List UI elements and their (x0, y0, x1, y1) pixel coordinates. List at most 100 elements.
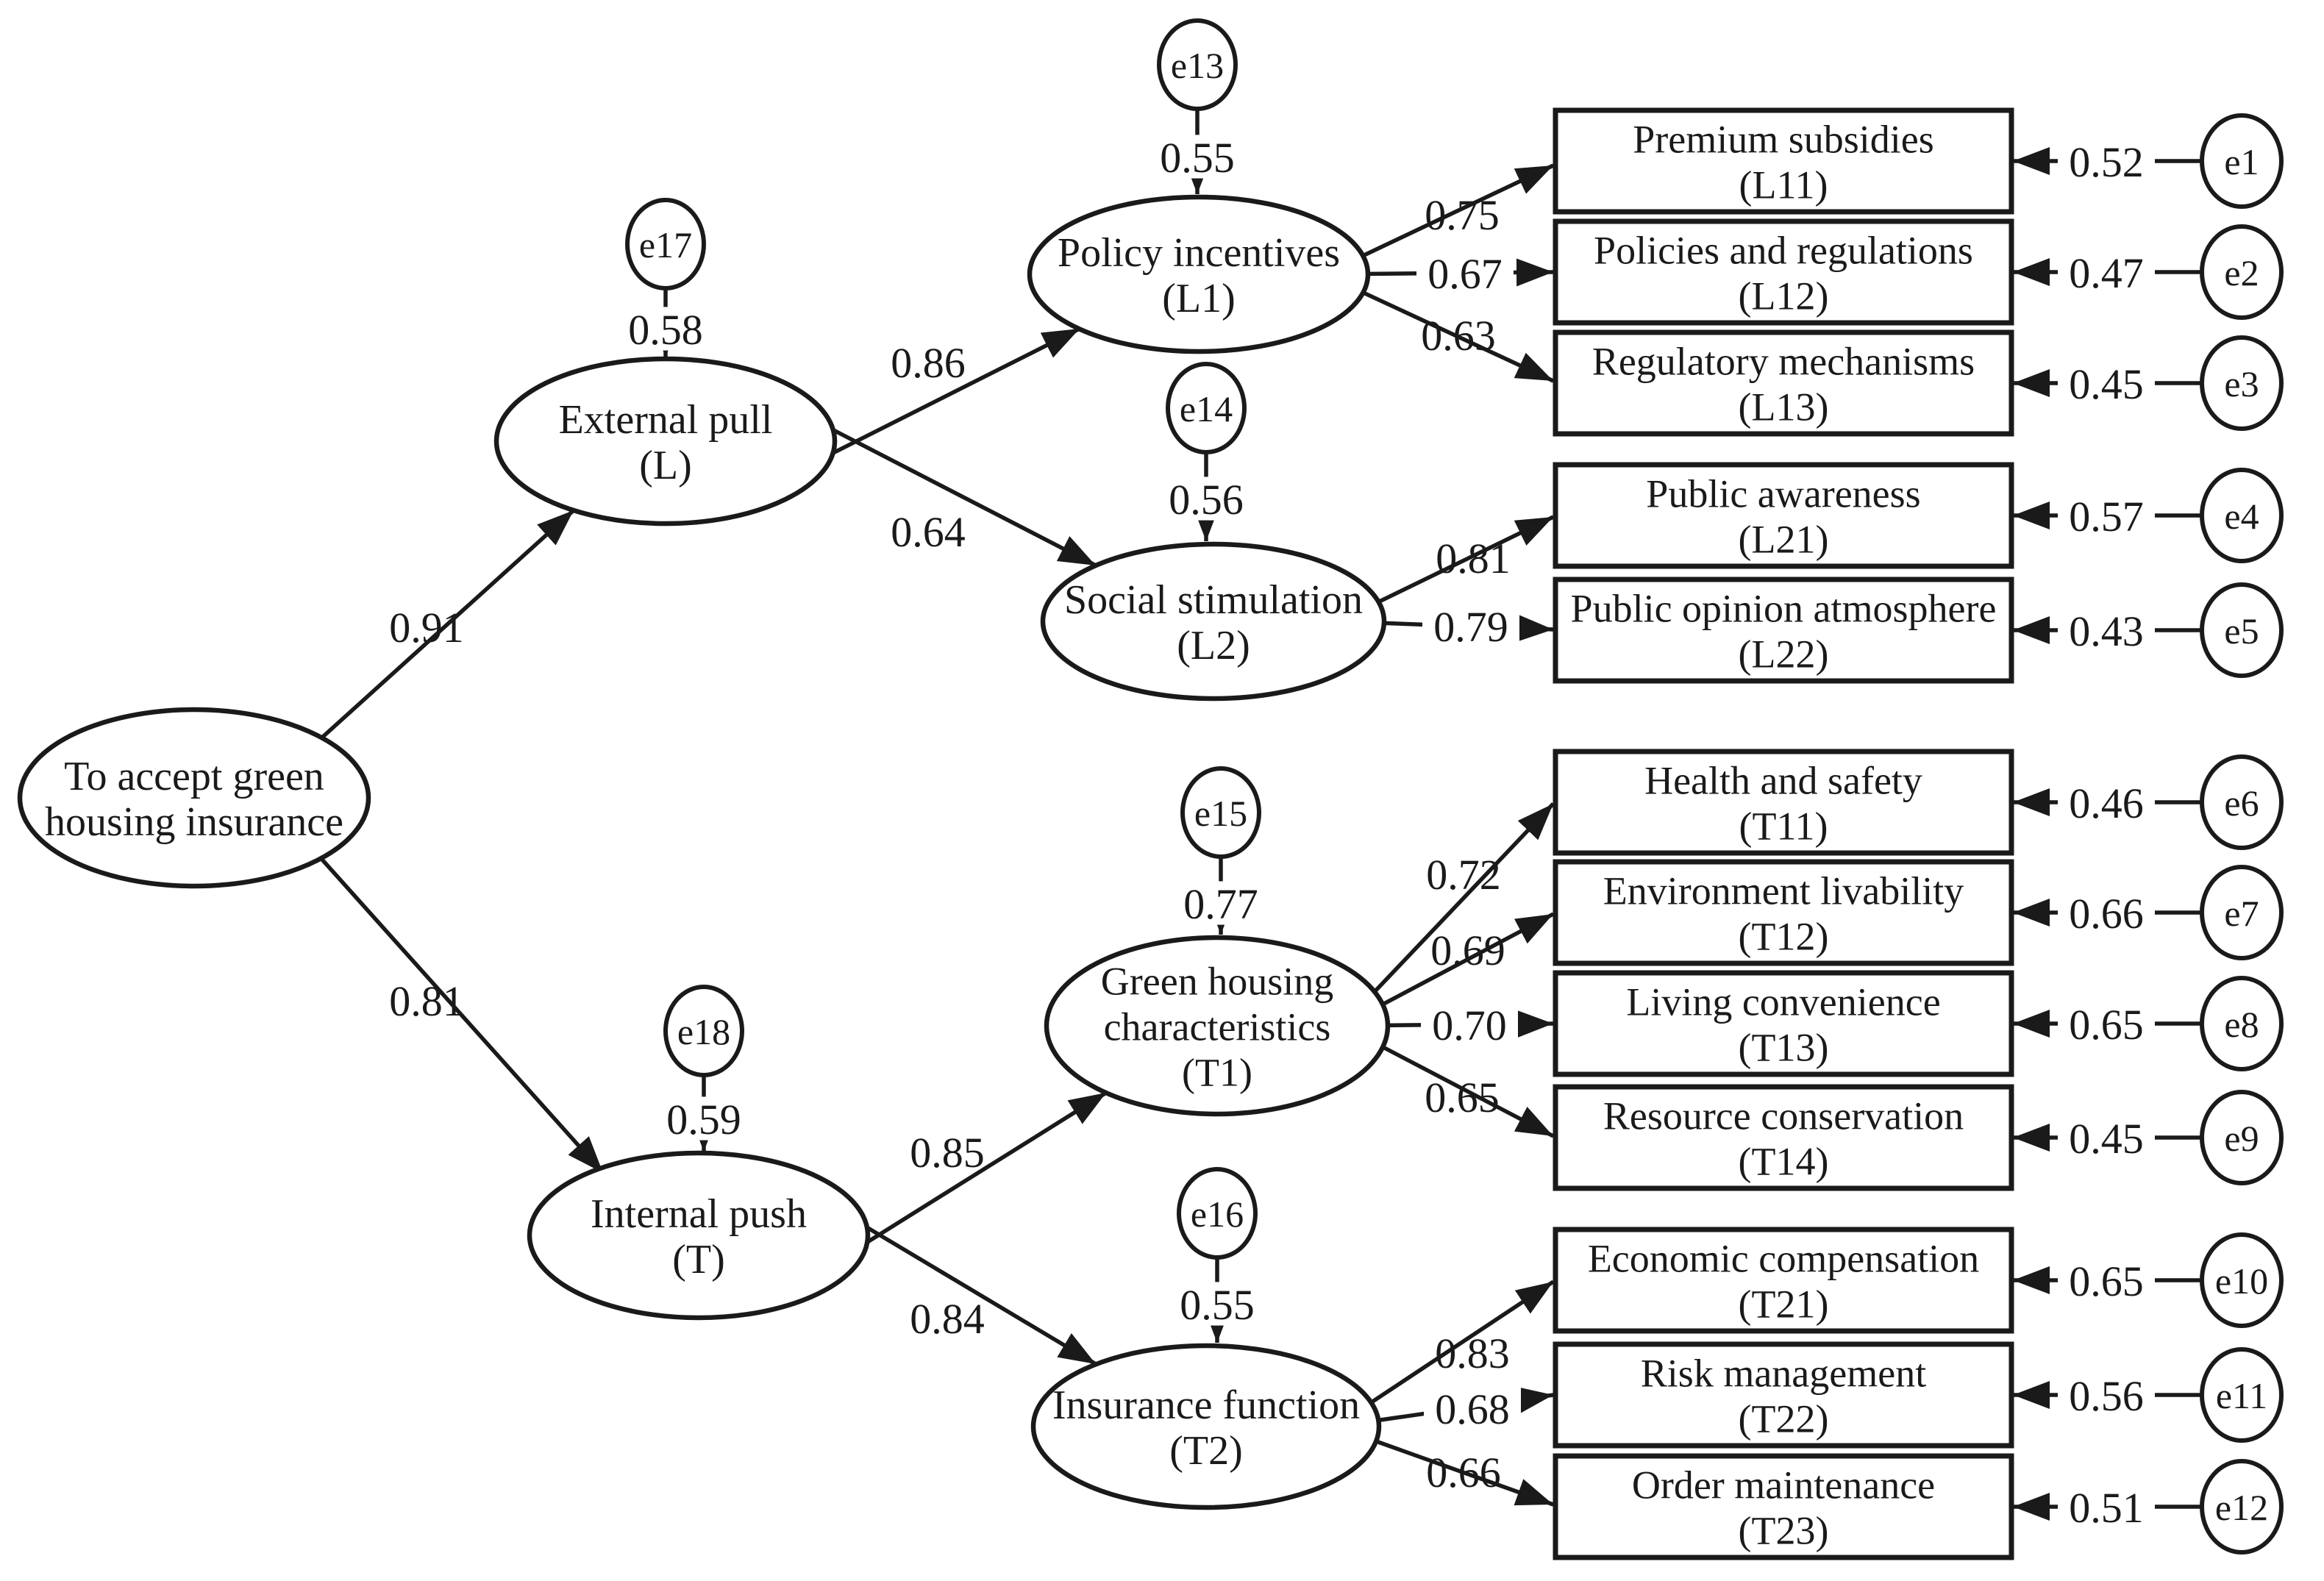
latent-T: Internal push(T) (527, 1150, 871, 1321)
path-T-T2 (830, 1204, 1097, 1366)
coefficient-label-T2-T22: 0.68 (1435, 1385, 1510, 1433)
indicator-box-T11 (1553, 749, 2014, 856)
error-circle-e13 (1157, 18, 1238, 111)
latent-ellipse-L1 (1027, 194, 1371, 354)
indicator-T23: Order maintenance(T23) (1553, 1453, 2014, 1560)
error-label-e4: e4 (2224, 496, 2259, 537)
coefficient-label-e11-T22: 0.56 (2069, 1372, 2144, 1420)
error-circle-e17 (625, 198, 706, 290)
error-label-e1: e1 (2224, 141, 2259, 182)
indicator-box-T14 (1553, 1084, 2014, 1191)
error-label-e8: e8 (2224, 1004, 2259, 1045)
error-circle-e3 (2200, 335, 2284, 431)
coefficient-label-bg-e10-T21 (2058, 1258, 2155, 1302)
coefficient-label-e13-L1: 0.55 (1160, 134, 1235, 182)
indicator-L21: Public awareness(L21) (1553, 462, 2014, 569)
error-circle-e7 (2200, 865, 2284, 960)
coefficient-label-L1-L12: 0.67 (1427, 250, 1503, 298)
error-label-e9: e9 (2224, 1118, 2259, 1159)
error-e15: e15 (1180, 766, 1261, 859)
coefficient-label-bg-e11-T22 (2058, 1373, 2155, 1417)
latent-label-L2: Social stimulation(L2) (1064, 577, 1363, 668)
error-label-e6: e6 (2224, 782, 2259, 824)
coefficient-label-L1-L13: 0.63 (1421, 312, 1496, 360)
error-circle-e18 (663, 985, 744, 1077)
coefficient-label-bg-e2-L12 (2058, 250, 2155, 294)
latent-T2: Insurance function(T2) (1030, 1343, 1382, 1510)
error-label-e18: e18 (677, 1011, 730, 1052)
error-circle-e9 (2200, 1090, 2284, 1185)
error-circle-e5 (2200, 582, 2284, 678)
error-label-e7: e7 (2224, 893, 2259, 934)
indicator-label-T23: Order maintenance(T23) (1632, 1463, 1935, 1552)
error-e18: e18 (663, 985, 744, 1077)
error-circle-e1 (2200, 113, 2284, 209)
indicator-label-T21: Economic compensation(T21) (1588, 1236, 1979, 1326)
latent-ellipse-L2 (1040, 541, 1387, 702)
coefficient-label-bg-e3-L13 (2058, 361, 2155, 405)
error-label-e3: e3 (2224, 363, 2259, 404)
indicator-label-T14: Resource conservation(T14) (1603, 1093, 1964, 1183)
coefficient-label-T2-T23: 0.66 (1426, 1449, 1501, 1496)
coefficient-label-bg-e15-T1 (1172, 881, 1269, 925)
indicator-box-T12 (1553, 859, 2014, 966)
error-e2: e2 (2200, 224, 2284, 320)
coefficient-label-bg-e5-L22 (2058, 608, 2155, 652)
latent-L2: Social stimulation(L2) (1040, 541, 1387, 702)
coefficient-label-ROOT-L: 0.91 (389, 604, 464, 652)
latent-ellipse-ROOT (17, 707, 371, 889)
indicator-box-T13 (1553, 970, 2014, 1077)
coefficient-label-bg-T2-T22 (1424, 1386, 1521, 1430)
coefficient-label-bg-T1-T13 (1421, 1002, 1518, 1046)
coefficient-label-e8-T13: 0.65 (2069, 1001, 2144, 1049)
coefficient-label-e18-T: 0.59 (666, 1096, 741, 1143)
error-label-e10: e10 (2215, 1260, 2268, 1302)
path-ROOT-T (314, 852, 605, 1174)
latent-L1: Policy incentives(L1) (1027, 194, 1371, 354)
error-e7: e7 (2200, 865, 2284, 960)
coefficient-label-L2-L21: 0.81 (1436, 535, 1511, 582)
indicator-L12: Policies and regulations(L12) (1553, 218, 2014, 326)
indicator-label-L12: Policies and regulations(L12) (1594, 228, 1973, 318)
coefficient-label-T-T2: 0.84 (910, 1295, 985, 1343)
coefficient-label-bg-e4-L21 (2058, 493, 2155, 538)
coefficient-label-bg-e8-T13 (2058, 1002, 2155, 1046)
error-e5: e5 (2200, 582, 2284, 678)
error-label-e17: e17 (639, 224, 692, 265)
coefficient-label-bg-e7-T12 (2058, 891, 2155, 935)
error-label-e12: e12 (2215, 1487, 2268, 1528)
error-label-e5: e5 (2224, 610, 2259, 652)
error-terms: e1 e2 e3 e4 e5 e6 e7 e8 e9 e10 e11 e12 e13 e14 e15 e16 e… (625, 18, 2284, 1555)
coefficient-label-e4-L21: 0.57 (2069, 493, 2144, 540)
coefficient-label-L-L1: 0.86 (891, 339, 966, 387)
error-label-e11: e11 (2216, 1375, 2267, 1416)
latent-label-L1: Policy incentives(L1) (1058, 230, 1340, 321)
latent-L: External pull(L) (493, 356, 838, 527)
coefficient-label-bg-e14-L2 (1158, 477, 1255, 521)
error-e1: e1 (2200, 113, 2284, 209)
indicator-T21: Economic compensation(T21) (1553, 1227, 2014, 1334)
error-circle-e14 (1166, 362, 1247, 454)
coefficient-label-L1-L11: 0.75 (1425, 191, 1500, 239)
coefficient-label-bg-e1-L11 (2058, 139, 2155, 183)
indicator-box-T22 (1553, 1341, 2014, 1449)
error-e13: e13 (1157, 18, 1238, 111)
coefficient-label-e15-T1: 0.77 (1183, 880, 1258, 928)
error-e6: e6 (2200, 754, 2284, 850)
error-e16: e16 (1177, 1167, 1258, 1260)
indicator-label-T22: Risk management(T22) (1641, 1351, 1926, 1441)
indicator-variables: Premium subsidies(L11)Policies and regul… (1553, 107, 2014, 1560)
indicator-label-L21: Public awareness(L21) (1646, 471, 1920, 561)
indicator-L13: Regulatory mechanisms(L13) (1553, 329, 2014, 437)
coefficient-label-L2-L22: 0.79 (1433, 603, 1508, 651)
indicator-label-T11: Health and safety(T11) (1644, 758, 1922, 848)
coefficient-label-e16-T2: 0.55 (1180, 1281, 1255, 1329)
latent-ellipse-T (527, 1150, 871, 1321)
latent-label-T: Internal push(T) (591, 1191, 807, 1282)
error-e14: e14 (1166, 362, 1247, 454)
coefficient-label-bg-e18-T (655, 1096, 752, 1141)
